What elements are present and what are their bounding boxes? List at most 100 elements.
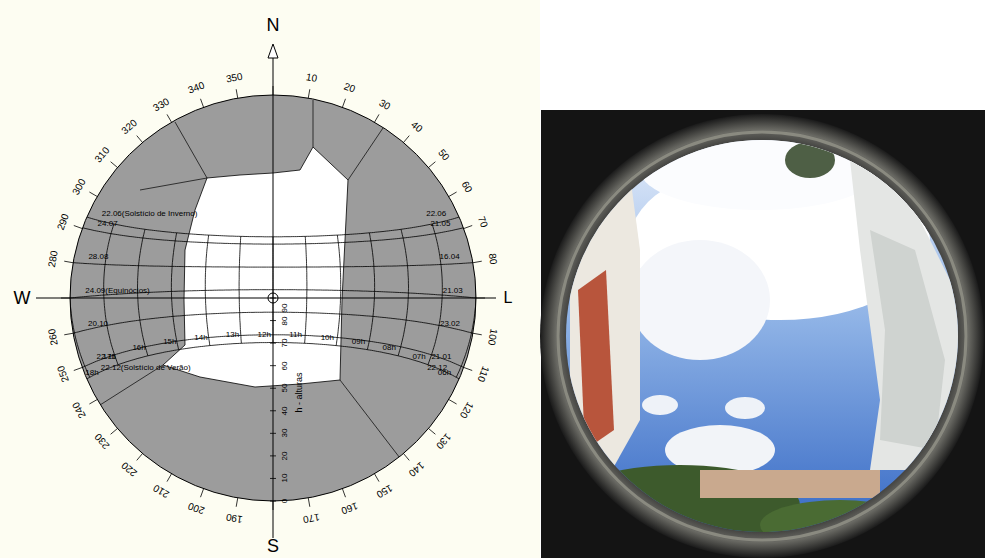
azimuth-number: 350 bbox=[225, 72, 243, 85]
hour-line bbox=[428, 224, 442, 365]
azimuth-number: 200 bbox=[187, 500, 206, 515]
azimuth-tick bbox=[64, 261, 73, 263]
azimuth-number: 10 bbox=[305, 72, 318, 84]
altitude-number: 10 bbox=[281, 474, 289, 483]
azimuth-tick bbox=[464, 367, 472, 370]
date-label: 28.08 bbox=[88, 253, 108, 261]
hour-label: 09h bbox=[352, 338, 365, 346]
azimuth-tick bbox=[342, 489, 345, 497]
azimuth-tick bbox=[111, 428, 118, 434]
hour-label: 18h bbox=[85, 369, 98, 377]
azimuth-number: 260 bbox=[47, 328, 60, 346]
azimuth-tick bbox=[308, 89, 310, 98]
altitude-tick bbox=[270, 478, 276, 479]
azimuth-tick bbox=[74, 225, 82, 228]
azimuth-number: 340 bbox=[187, 81, 206, 96]
azimuth-tick bbox=[342, 99, 345, 107]
hour-label: 06h bbox=[438, 369, 451, 377]
mask-edges bbox=[100, 100, 403, 462]
hour-line bbox=[171, 233, 178, 350]
date-label: 22.12(Solstício de Verão) bbox=[101, 364, 191, 372]
azimuth-number: 190 bbox=[225, 511, 243, 524]
date-label: 24.09(Equinócios) bbox=[85, 287, 149, 295]
azimuth-tick bbox=[236, 89, 238, 98]
azimuth-number: 280 bbox=[47, 250, 60, 268]
azimuth-number: 70 bbox=[476, 215, 489, 229]
cardinal-west: W bbox=[14, 289, 31, 307]
hour-label: 07h bbox=[412, 353, 425, 361]
hour-label: 15h bbox=[163, 338, 176, 346]
hour-line bbox=[205, 235, 210, 346]
altitude-tick bbox=[270, 320, 276, 321]
altitude-tick bbox=[270, 410, 276, 411]
azimuth-tick bbox=[236, 498, 238, 507]
azimuth-tick bbox=[403, 136, 409, 143]
azimuth-tick bbox=[200, 99, 203, 107]
hour-label: 12h bbox=[258, 331, 271, 339]
azimuth-tick bbox=[375, 474, 380, 482]
azimuth-number: 290 bbox=[56, 212, 71, 231]
photo-scene bbox=[560, 130, 970, 550]
azimuth-tick bbox=[308, 498, 310, 507]
hour-label: 11h bbox=[289, 331, 302, 339]
altitude-tick bbox=[270, 501, 276, 502]
azimuth-tick bbox=[89, 192, 97, 197]
altitude-axis-title: h - alturas bbox=[295, 372, 304, 412]
azimuth-tick bbox=[64, 333, 73, 335]
altitude-number: 20 bbox=[281, 451, 289, 460]
azimuth-tick bbox=[403, 454, 409, 461]
west-east-axis bbox=[36, 298, 496, 299]
hour-line bbox=[456, 216, 476, 377]
hour-label: 16h bbox=[132, 344, 145, 352]
altitude-number: 90 bbox=[281, 304, 289, 313]
hour-label: 17h bbox=[103, 353, 116, 361]
azimuth-number: 320 bbox=[120, 118, 139, 136]
azimuth-number: 250 bbox=[56, 365, 71, 384]
date-label: 24.07 bbox=[98, 220, 118, 228]
diagram-ground bbox=[0, 0, 540, 558]
altitude-tick bbox=[270, 388, 276, 389]
azimuth-tick bbox=[167, 474, 172, 482]
zenith-mark bbox=[268, 293, 278, 303]
altitude-number: 30 bbox=[281, 429, 289, 438]
altitude-number: 80 bbox=[281, 316, 289, 325]
azimuth-tick bbox=[449, 400, 457, 405]
cardinal-north: N bbox=[267, 16, 280, 34]
azimuth-tick bbox=[473, 333, 482, 335]
azimuth-tick bbox=[200, 489, 203, 497]
date-label: 16.04 bbox=[440, 253, 460, 261]
azimuth-number: 80 bbox=[487, 253, 499, 266]
altitude-number: 60 bbox=[281, 361, 289, 370]
azimuth-tick bbox=[137, 136, 143, 143]
azimuth-number: 330 bbox=[152, 96, 171, 113]
date-label: 21.05 bbox=[430, 220, 450, 228]
altitude-number: 70 bbox=[281, 339, 289, 348]
hour-label: 13h bbox=[226, 331, 239, 339]
azimuth-number: 60 bbox=[459, 179, 473, 194]
date-label: 22.06 bbox=[426, 210, 446, 218]
hour-label: 14h bbox=[194, 334, 207, 342]
azimuth-tick bbox=[473, 261, 482, 263]
altitude-tick bbox=[270, 455, 276, 456]
azimuth-number: 150 bbox=[375, 483, 394, 500]
date-label: 23.02 bbox=[440, 320, 460, 328]
azimuth-number: 230 bbox=[93, 432, 111, 451]
hour-line bbox=[239, 236, 241, 343]
azimuth-tick bbox=[375, 114, 380, 122]
altitude-number: 0 bbox=[281, 499, 289, 503]
cardinal-east: L bbox=[504, 290, 513, 306]
hour-line bbox=[367, 233, 374, 350]
azimuth-number: 120 bbox=[457, 400, 474, 419]
lens-ring bbox=[540, 114, 984, 558]
altitude-tick bbox=[270, 365, 276, 366]
azimuth-number: 110 bbox=[475, 365, 490, 383]
hour-label: 10h bbox=[321, 334, 334, 342]
azimuth-tick bbox=[449, 192, 457, 197]
azimuth-number: 20 bbox=[342, 82, 356, 95]
altitude-ticks bbox=[270, 298, 276, 501]
azimuth-tick bbox=[74, 367, 82, 370]
azimuth-number: 50 bbox=[436, 147, 451, 162]
altitude-number: 40 bbox=[281, 406, 289, 415]
